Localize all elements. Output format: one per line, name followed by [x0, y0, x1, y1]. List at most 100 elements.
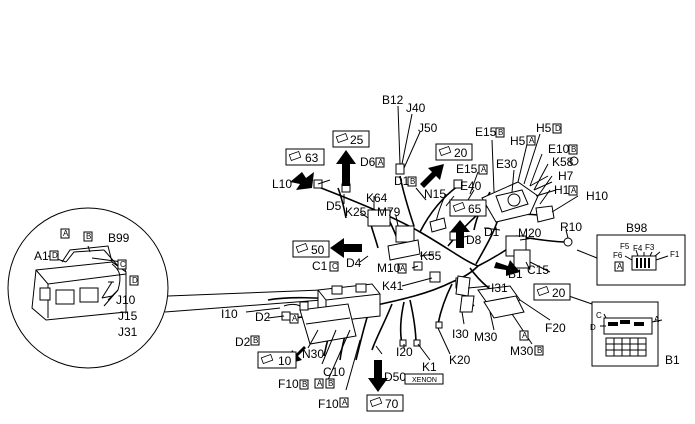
ref-box-10: 10 [257, 351, 297, 369]
label-j10: J10 [116, 293, 136, 307]
label-f3: F3 [645, 243, 655, 252]
label-d5: D5 [326, 199, 342, 213]
label-k58: K58 [552, 155, 574, 169]
label-n30: N30 [302, 347, 324, 361]
arrow-to-20-top [420, 164, 444, 188]
label-d1-b: D1 [394, 174, 410, 188]
arrow-b1-right [494, 260, 520, 276]
label-f1: F1 [670, 250, 680, 259]
component-labels: B12 J40 J50 E15 H5 H5 E10 E30 K58 H7 H1 … [34, 93, 680, 411]
label-h5-a: H5 [510, 134, 526, 148]
ref-box-20-right: 20 [533, 283, 571, 301]
leader-lines [47, 105, 579, 391]
label-c10: C10 [323, 365, 345, 379]
arrow-to-50 [330, 238, 362, 258]
arrow-to-70 [368, 360, 388, 392]
svg-text:C: C [332, 262, 338, 271]
svg-text:D: D [555, 124, 561, 133]
label-i30: I30 [452, 327, 469, 341]
label-j40: J40 [406, 101, 426, 115]
arrow-to-63 [290, 172, 314, 190]
label-c15: C15 [527, 263, 549, 277]
label-e30: E30 [496, 157, 518, 171]
svg-text:D: D [52, 251, 58, 260]
label-d1: D1 [484, 225, 500, 239]
label-f10-a: F10 [318, 397, 339, 411]
label-b12: B12 [382, 93, 404, 107]
label-m30-b: M30 [510, 344, 534, 358]
ref-65: 65 [468, 202, 482, 216]
motor-m30 [477, 285, 525, 319]
label-f20: F20 [545, 321, 566, 335]
ref-box-50: 50 [292, 240, 330, 258]
arrow-to-65 [450, 220, 470, 248]
xenon-tag: XENON [412, 377, 437, 384]
svg-text:B: B [86, 232, 91, 241]
label-f4: F4 [633, 244, 643, 253]
svg-text:A: A [481, 165, 487, 174]
ref-20-top: 20 [454, 146, 468, 160]
svg-text:B: B [498, 128, 503, 137]
svg-text:B: B [571, 145, 576, 154]
label-k20: K20 [449, 353, 471, 367]
label-k25: K25 [345, 205, 367, 219]
label-i20: I20 [396, 345, 413, 359]
label-h10: H10 [586, 189, 608, 203]
label-j50: J50 [418, 121, 438, 135]
svg-text:B: B [410, 177, 415, 186]
svg-text:A: A [617, 262, 623, 271]
label-k1: K1 [422, 360, 437, 374]
label-d2-a: D2 [255, 310, 271, 324]
svg-text:A: A [378, 158, 384, 167]
ref-box-63: 63 [285, 148, 325, 166]
ref-box-70: 70 [366, 394, 404, 412]
label-r10: R10 [560, 220, 582, 234]
label-e15-a: E15 [456, 162, 478, 176]
battery-c1 [299, 283, 381, 345]
svg-text:A: A [292, 314, 298, 323]
label-f6: F6 [613, 251, 623, 260]
suffix-letters: B D A B A A B A C A A B B A B A A B D A … [49, 123, 624, 408]
svg-text:A: A [571, 186, 577, 195]
ref-box-25: 25 [332, 130, 370, 148]
label-d6: D6 [360, 155, 376, 169]
label-b1-detail: B1 [665, 353, 680, 367]
label-d-detail: D [590, 323, 596, 332]
label-a-detail: A [654, 315, 660, 324]
label-h7: H7 [558, 169, 574, 183]
label-d8: D8 [466, 233, 482, 247]
label-b99: B99 [108, 231, 130, 245]
inset-detail-b98 [576, 234, 686, 286]
label-k55: K55 [420, 249, 442, 263]
label-b98: B98 [626, 221, 648, 235]
inset-detail-b1 [562, 293, 663, 367]
svg-text:A: A [317, 379, 323, 388]
svg-text:B: B [537, 346, 542, 355]
svg-text:C: C [120, 260, 126, 269]
label-e15-b: E15 [475, 125, 497, 139]
relay-m20 [505, 235, 573, 269]
label-h5-d: H5 [536, 121, 552, 135]
label-m10: M10 [377, 261, 401, 275]
label-d2-b: D2 [235, 335, 251, 349]
ref-70: 70 [385, 397, 399, 411]
svg-text:B: B [328, 379, 333, 388]
svg-text:A: A [529, 136, 535, 145]
label-j31: J31 [118, 325, 138, 339]
label-d4: D4 [346, 256, 362, 270]
label-b1: B1 [508, 267, 523, 281]
svg-text:B: B [253, 336, 258, 345]
label-m20: M20 [518, 226, 542, 240]
label-f5: F5 [620, 242, 630, 251]
ref-box-20-top: 20 [435, 143, 473, 161]
label-i31: I31 [491, 281, 508, 295]
label-e10: E10 [548, 142, 570, 156]
engine-block-e30 [481, 175, 557, 223]
ref-50: 50 [311, 243, 325, 257]
inset-detail-b99 [7, 207, 323, 369]
label-c-detail: C [596, 311, 602, 320]
svg-text:B: B [302, 380, 307, 389]
label-i10: I10 [221, 307, 238, 321]
label-l10: L10 [272, 177, 292, 191]
